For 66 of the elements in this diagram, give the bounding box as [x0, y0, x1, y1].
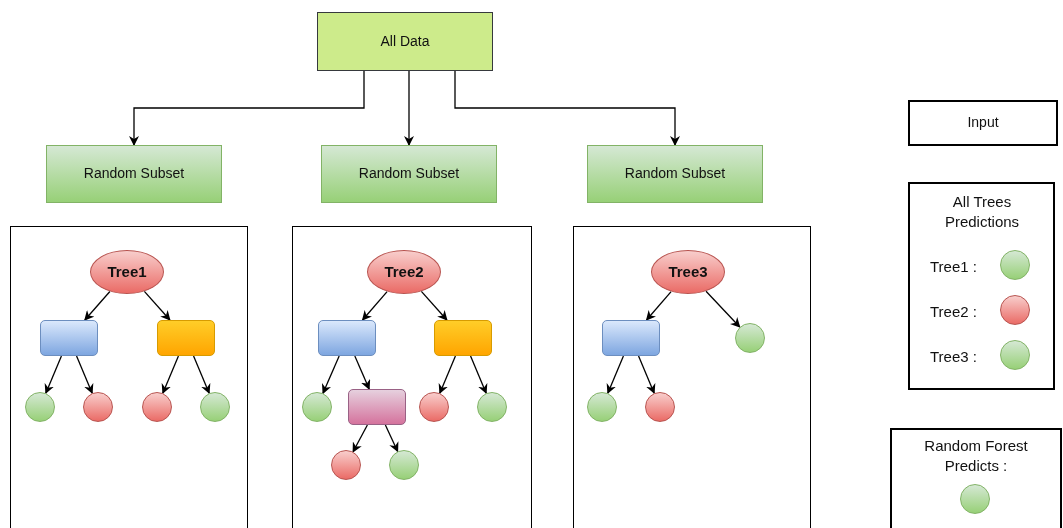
leaf-circle [389, 450, 419, 480]
result-panel [890, 428, 1062, 528]
leaf-circle [477, 392, 507, 422]
box-label: Random Subset [358, 165, 460, 183]
arrow [161, 355, 180, 395]
box-label: Tree1 [107, 262, 147, 282]
tree-panel [573, 226, 811, 528]
arrow [438, 355, 457, 395]
panel-heading: Random Forest Predicts : [923, 436, 1029, 475]
leaf-circle [1000, 250, 1030, 280]
arrow [454, 70, 680, 146]
arrow [420, 290, 448, 321]
arrow [404, 70, 414, 146]
arrow [606, 355, 625, 395]
arrow [44, 355, 63, 395]
split-node [157, 320, 215, 356]
tree-label: Tree3 : [930, 347, 977, 367]
leaf-circle [25, 392, 55, 422]
arrow [469, 355, 488, 395]
tree-label: Tree2 : [930, 302, 977, 322]
tree-panel [10, 226, 248, 528]
box-label: All Data [380, 32, 430, 51]
arrow [361, 290, 388, 321]
leaf-circle [83, 392, 113, 422]
leaf-circle [645, 392, 675, 422]
leaf-circle [587, 392, 617, 422]
arrow [192, 355, 211, 395]
arrow [84, 290, 111, 321]
subset-box [321, 145, 497, 203]
arrow [143, 290, 171, 321]
arrow [75, 355, 94, 395]
input-box [908, 100, 1058, 146]
box-label: Tree2 [384, 262, 424, 282]
split-node [318, 320, 376, 356]
box-label: Random Subset [83, 165, 185, 183]
leaf-circle [331, 450, 361, 480]
leaf-circle [1000, 295, 1030, 325]
arrow [352, 424, 369, 453]
data-box [317, 12, 493, 71]
split-node [602, 320, 660, 356]
arrow [705, 290, 741, 328]
subset-box [587, 145, 763, 203]
box-label: Tree3 [668, 262, 708, 282]
leaf-circle [302, 392, 332, 422]
box-label: Input [967, 114, 999, 132]
predictions-panel [908, 182, 1055, 390]
split-node [434, 320, 492, 356]
arrow [384, 424, 399, 453]
split-node [348, 389, 406, 425]
leaf-circle [419, 392, 449, 422]
leaf-circle [1000, 340, 1030, 370]
leaf-circle [200, 392, 230, 422]
tree-panel [292, 226, 532, 528]
tree-label: Tree1 : [930, 257, 977, 277]
split-node [40, 320, 98, 356]
arrow [645, 290, 672, 321]
arrow [637, 355, 656, 395]
leaf-circle [735, 323, 765, 353]
arrow [322, 355, 340, 395]
subset-box [46, 145, 222, 203]
arrow [129, 70, 365, 146]
panel-heading: All Trees Predictions [943, 192, 1021, 231]
arrow [354, 355, 371, 390]
leaf-circle [142, 392, 172, 422]
box-label: Random Subset [624, 165, 726, 183]
leaf-circle [960, 484, 990, 514]
